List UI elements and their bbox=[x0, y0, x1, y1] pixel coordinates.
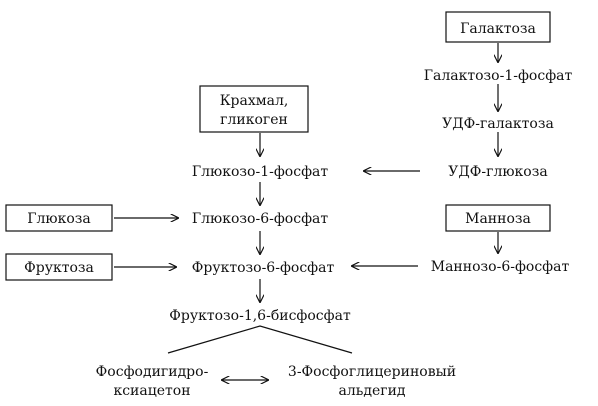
node-fructose-1-6-bisphosphate: Фруктозо-1,6-бисфосфат bbox=[169, 308, 351, 324]
galactose-box bbox=[445, 11, 551, 43]
node-glucose-1-phosphate: Глюкозо-1-фосфат bbox=[192, 164, 328, 180]
node-starch: Крахмал, bbox=[220, 93, 289, 109]
starch-glycogen-box bbox=[199, 85, 309, 133]
node-glucose: Глюкоза bbox=[27, 211, 91, 227]
node-galactose-1-phosphate: Галактозо-1-фосфат bbox=[424, 68, 573, 84]
mannose-box bbox=[445, 204, 551, 232]
node-galactose: Галактоза bbox=[460, 21, 536, 37]
node-dhap-line2: ксиацетон bbox=[113, 383, 190, 399]
node-glucose-6-phosphate: Глюкозо-6-фосфат bbox=[192, 211, 328, 227]
node-glyceraldehyde-3-phosphate-line1: 3-Фосфоглицериновый bbox=[288, 364, 456, 380]
node-glycogen: гликоген bbox=[220, 112, 288, 128]
node-glyceraldehyde-3-phosphate-line2: альдегид bbox=[338, 383, 405, 399]
node-udp-galactose: УДФ-галактоза bbox=[442, 116, 554, 132]
node-dhap-line1: Фосфодигидро- bbox=[96, 364, 209, 380]
node-mannose: Манноза bbox=[465, 211, 531, 227]
node-mannose-6-phosphate: Маннозо-6-фосфат bbox=[431, 259, 570, 275]
glucose-box bbox=[5, 204, 113, 232]
split-fructose-16bp bbox=[167, 325, 353, 354]
node-fructose-6-phosphate: Фруктозо-6-фосфат bbox=[192, 260, 335, 276]
node-fructose: Фруктоза bbox=[24, 260, 94, 276]
node-udp-glucose: УДФ-глюкоза bbox=[448, 164, 547, 180]
fructose-box bbox=[5, 253, 113, 281]
